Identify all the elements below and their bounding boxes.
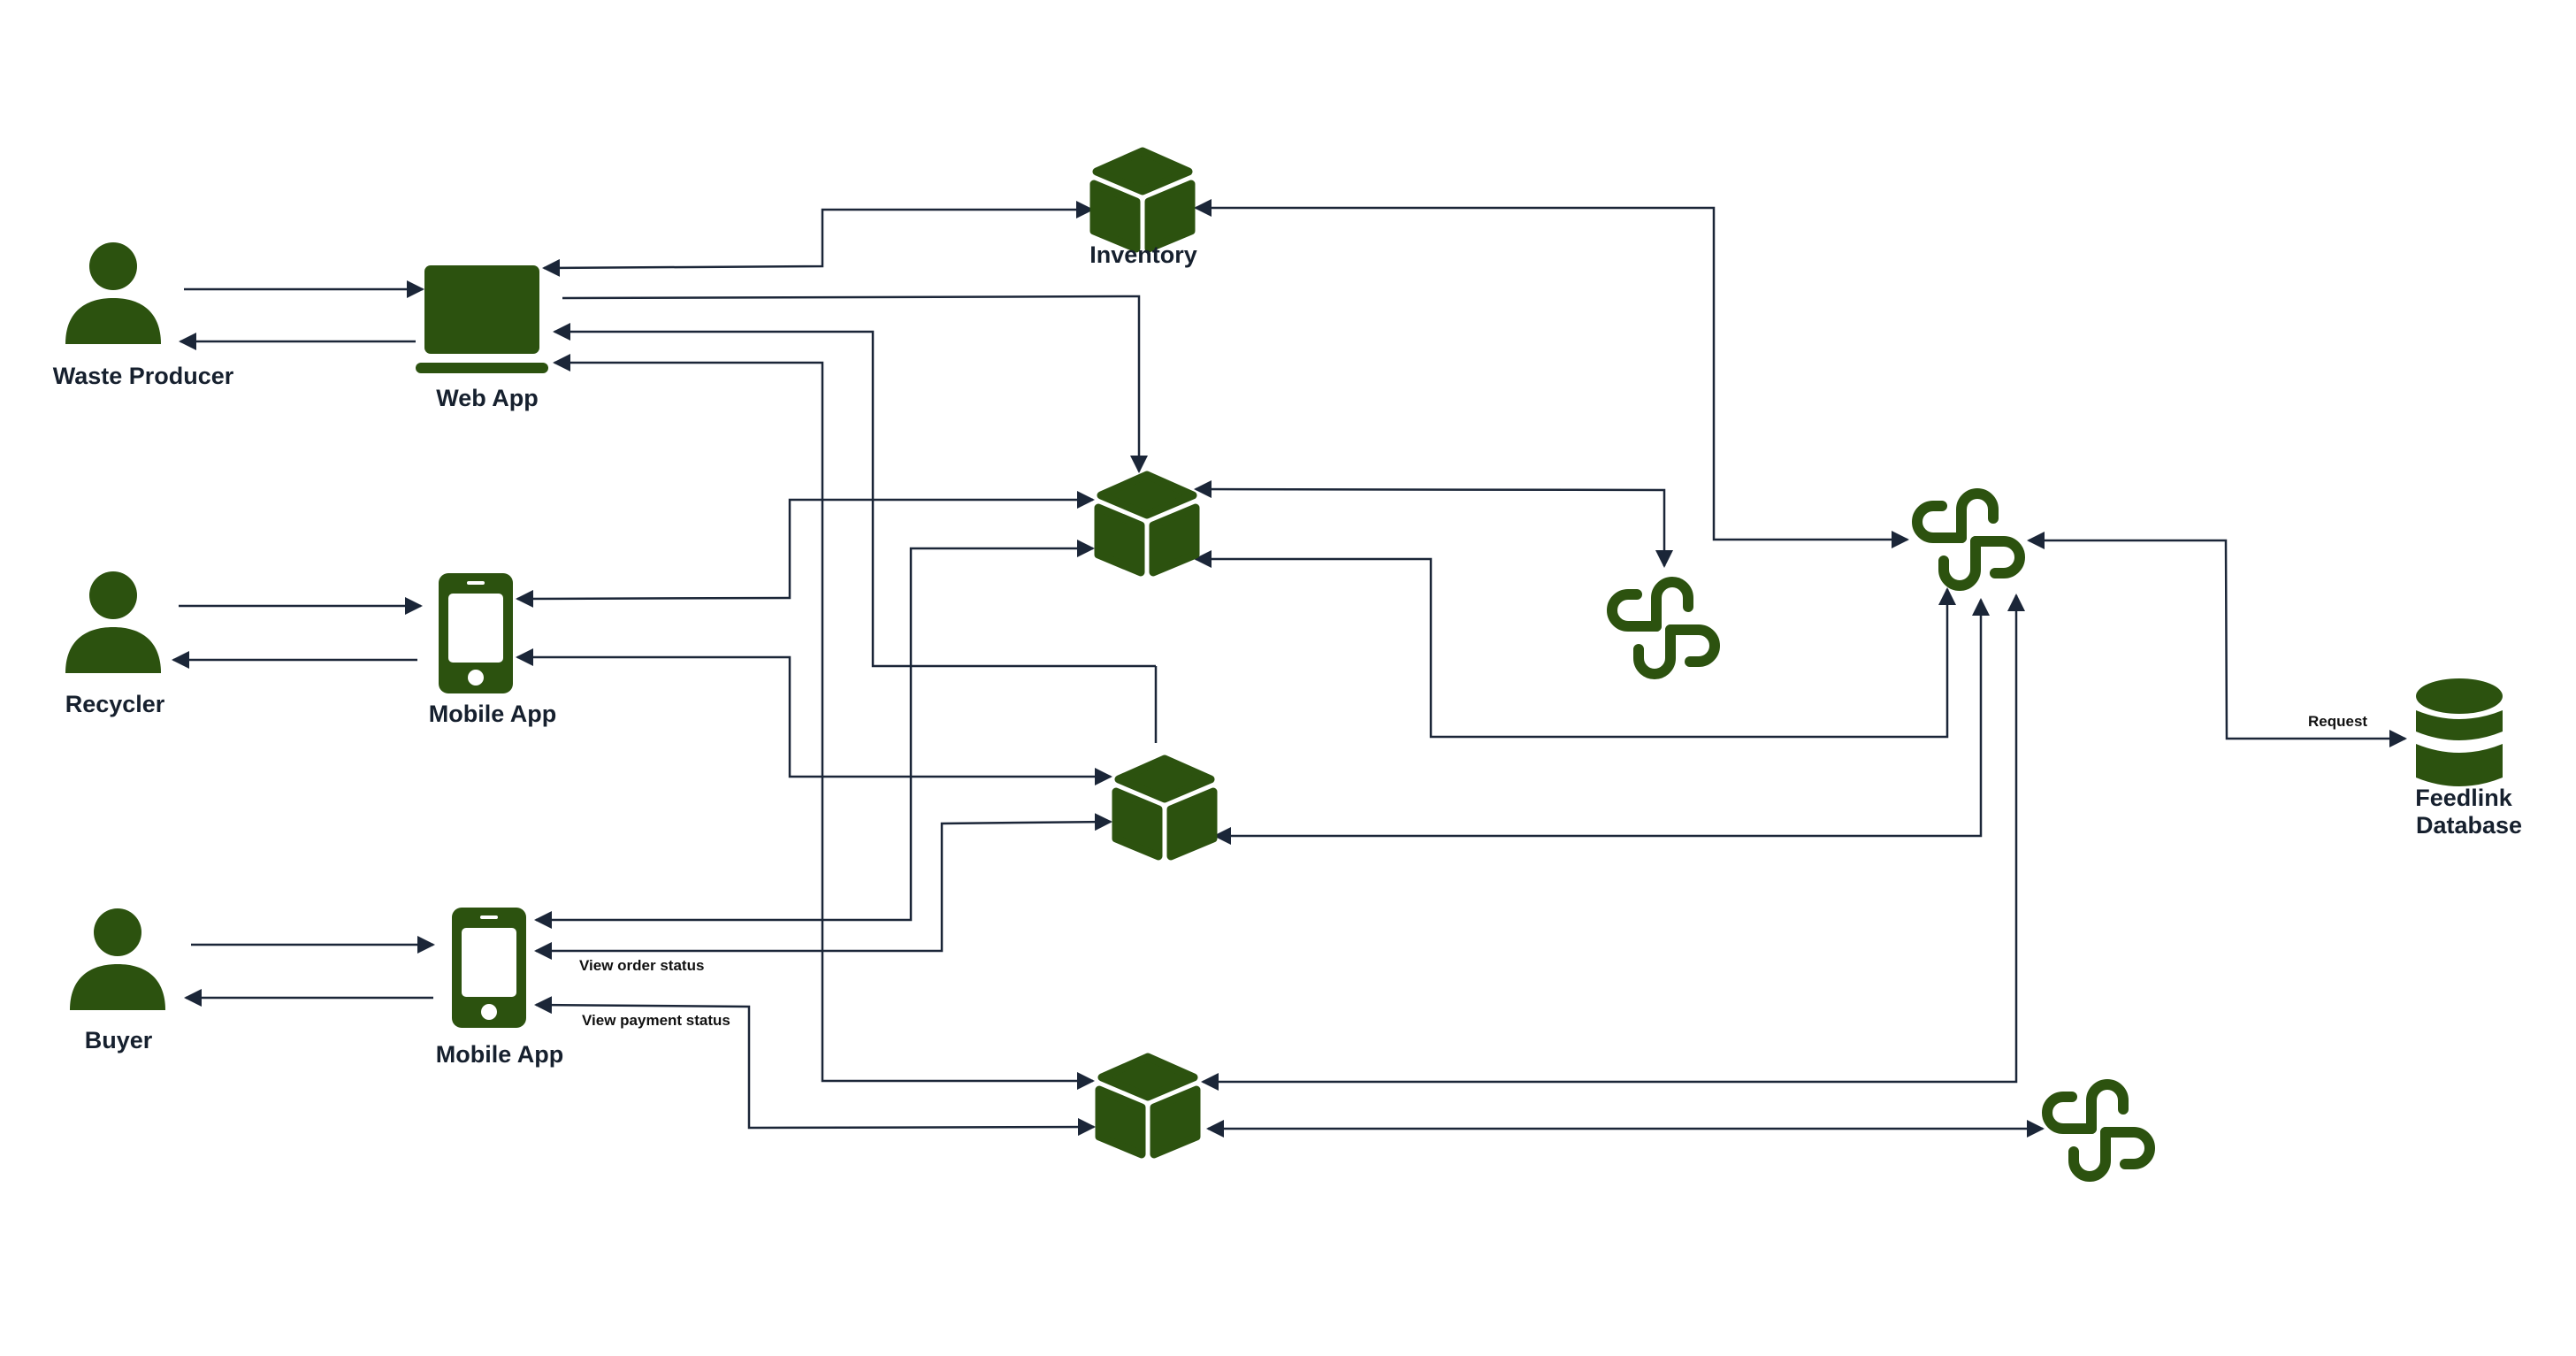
client-label: Mobile App [429,701,556,727]
edge-inventory-to-web-app [542,201,1094,277]
service-4 [1099,1057,1196,1154]
client-label: Web App [436,385,539,411]
laptop-icon [416,265,548,373]
actor-label: Buyer [85,1027,153,1053]
cube-icon [1116,759,1213,856]
edge-label-view-order-status: View order status [579,957,704,974]
smartphone-icon [452,908,526,1028]
service-3 [1116,759,1213,856]
edge-buyer-app-to-service-2 [534,540,1095,929]
database-icon [2416,678,2503,786]
user-icon [65,242,161,344]
edge-service-2-to-connector-1 [1194,480,1673,568]
link-connector-icon [1612,582,1715,674]
edge-recycler-app-to-service-3 [516,648,1112,785]
database-label-line2: Database [2416,812,2522,839]
actor-buyer: Buyer [70,908,165,1053]
edge-connector-main-to-database [2027,532,2407,747]
link-connector-icon [1917,494,2020,586]
service-inventory: Inventory [1089,151,1197,268]
actor-label: Recycler [65,691,165,717]
edge-inventory-to-connector-main [1194,199,1909,548]
edge-buyer-app-to-service-3 [534,813,1112,960]
link-connector-icon [2047,1084,2150,1176]
actor-recycler: Recycler [65,571,165,717]
edge-buyer-app-to-service-4 [534,996,1096,1137]
cube-icon [1099,1057,1196,1154]
edge-web-app-to-service-2 [562,295,1148,473]
client-web-app: Web App [416,265,548,411]
edge-service-3-to-connector-main [1213,598,1990,845]
service-2 [1098,475,1196,572]
edge-label-view-payment-status: View payment status [582,1012,730,1029]
actor-label: Waste Producer [53,363,234,389]
client-label: Mobile App [436,1041,563,1068]
user-icon [70,908,165,1010]
feedlink-database: Feedlink Database [2415,678,2522,839]
smartphone-icon [439,573,513,693]
cube-icon [1098,475,1196,572]
edge-service-4-to-connector-main [1201,594,2025,1091]
user-icon [65,571,161,673]
edge-service-2-to-connector-main [1194,550,1956,739]
service-label: Inventory [1089,241,1197,268]
client-recycler-mobile-app: Mobile App [429,573,556,727]
client-buyer-mobile-app: Mobile App [436,908,563,1068]
actor-waste-producer: Waste Producer [53,242,234,389]
edge-label-request: Request [2308,713,2367,730]
edge-web-app-to-service-3 [554,332,1158,743]
database-label-line1: Feedlink [2415,785,2513,811]
cube-icon [1094,151,1191,249]
